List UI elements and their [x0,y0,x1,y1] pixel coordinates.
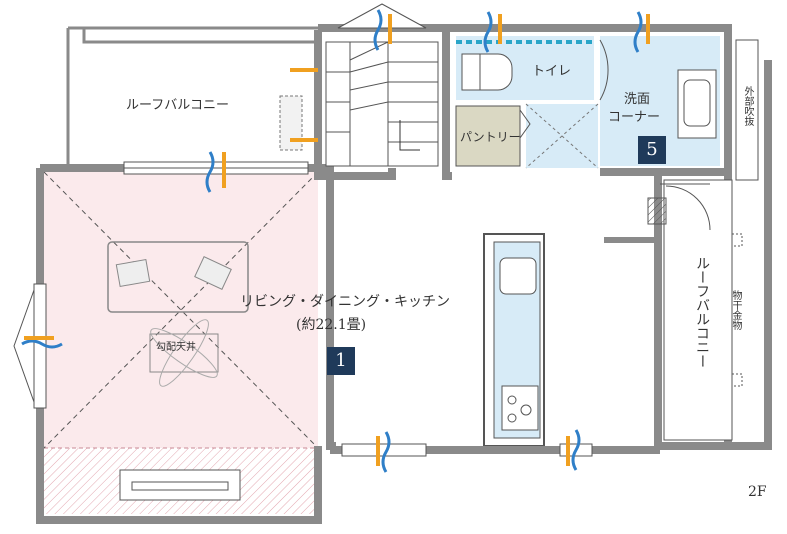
ldk-area [43,171,319,514]
roof-balcony-right [604,60,772,450]
kitchen-counter [483,233,545,447]
bottom-wall [330,443,660,457]
washroom-label-line2: コーナー [608,110,661,125]
roof-balcony-right-label: ルーフバルコニー [694,256,710,368]
sofa [107,241,249,313]
wash-badge: 5 [638,136,666,164]
ldk-name-label: リビング・ダイニング・キッチン [240,294,450,310]
ldk-badge: 1 [327,347,355,375]
ventilation-markers [21,9,650,473]
sink [499,257,537,295]
ldk-size-label: (約22.1畳) [296,317,367,333]
exterior-void-label: 外部吹抜 [742,86,753,126]
floor-label: 2F [748,484,767,500]
pantry-label: パントリー [460,130,521,144]
staircase [314,3,450,180]
pantry [455,105,521,167]
ceiling-note: 勾配天井 [156,342,196,353]
wet-area [442,24,732,180]
roof-balcony-top-label: ルーフバルコニー [126,98,229,113]
stove [501,385,539,431]
roof-balcony-top [66,26,318,168]
washroom-label-line1: 洗面 [624,92,651,107]
drying-hardware-label: 物干金物 [730,290,741,330]
toilet-label: トイレ [532,64,572,79]
